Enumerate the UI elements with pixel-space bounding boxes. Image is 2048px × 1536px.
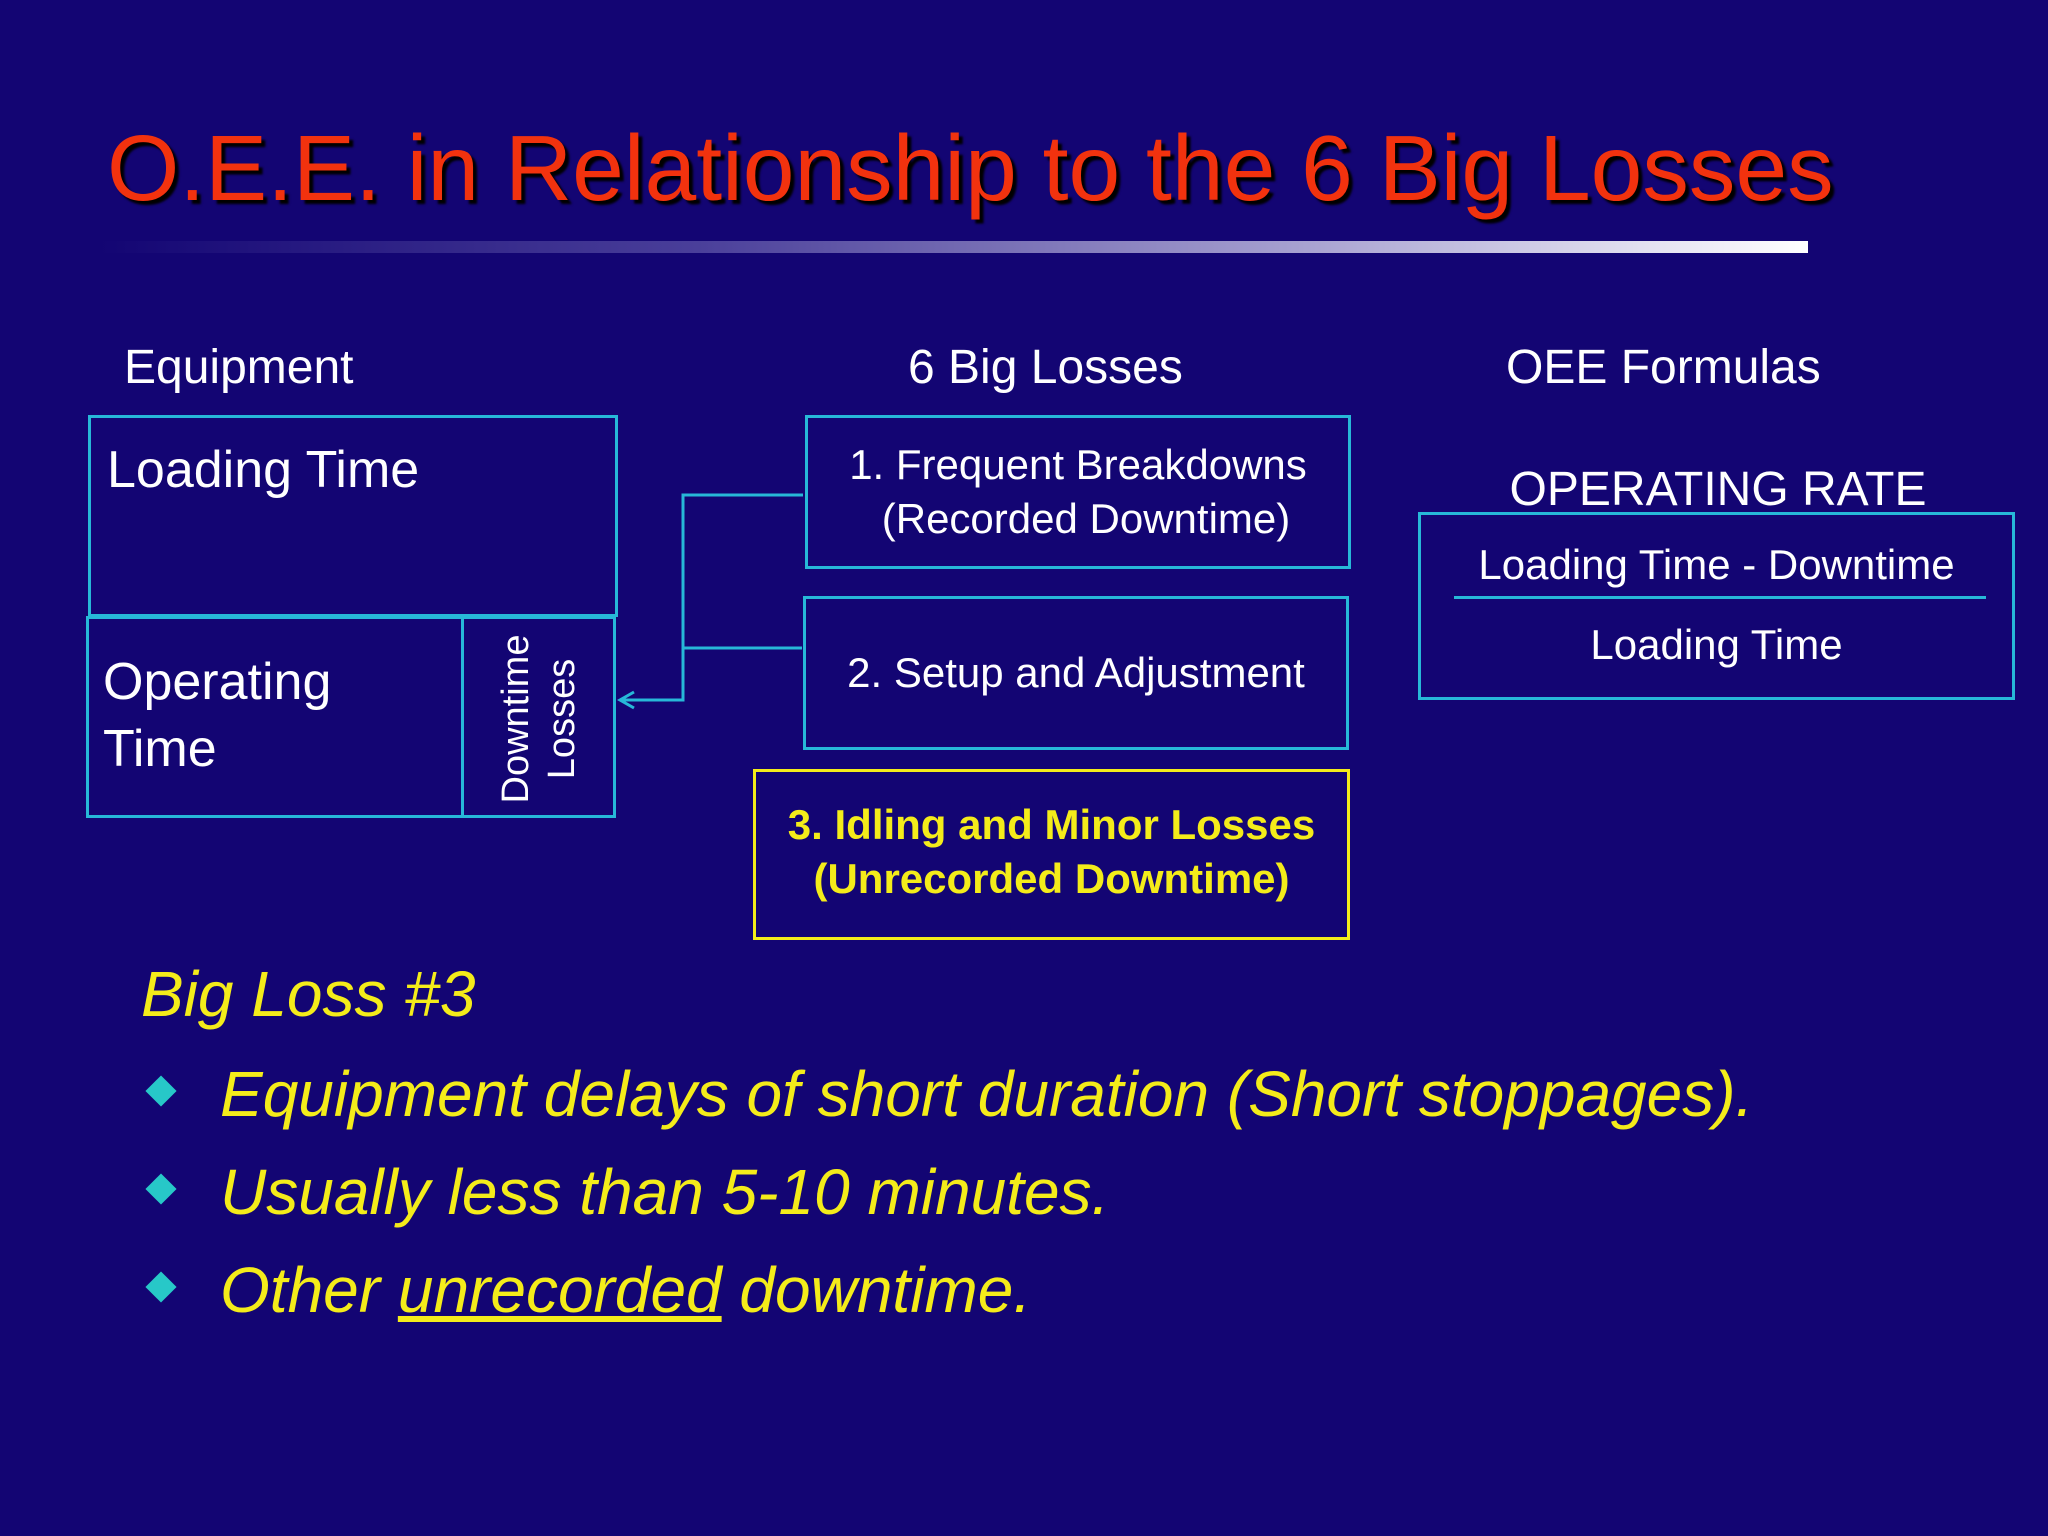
formula-numerator: Loading Time - Downtime <box>1478 541 1955 588</box>
note-bullet-3: Other unrecorded downtime. <box>220 1258 1031 1322</box>
loss-idling-line1: 3. Idling and Minor Losses <box>787 801 1316 848</box>
operating-time-label: Operating Time <box>103 649 331 783</box>
loss-breakdowns-line2: (Recorded Downtime) <box>881 495 1291 542</box>
title-underline-bar <box>100 241 1808 253</box>
note-bullet-3-underlined: unrecorded <box>397 1254 722 1326</box>
note-bullet-2: Usually less than 5-10 minutes. <box>220 1156 1110 1228</box>
bullet-diamond-icon <box>145 1173 177 1205</box>
big-loss-heading: Big Loss #3 <box>141 958 476 1030</box>
loss-idling-line2: (Unrecorded Downtime) <box>813 855 1290 902</box>
loading-time-label: Loading Time <box>107 441 420 499</box>
formulas-heading: OEE Formulas <box>1506 341 1821 394</box>
connector-arrowhead <box>616 690 635 710</box>
operating-time-label-line1: Operating <box>103 653 332 711</box>
downtime-losses-box: Downtime Losses <box>461 616 616 818</box>
loss-box-setup: 2. Setup and Adjustment <box>803 596 1349 750</box>
slide-title: O.E.E. in Relationship to the 6 Big Loss… <box>107 116 1834 220</box>
big-losses-heading: 6 Big Losses <box>908 341 1183 394</box>
loss-setup-text: 2. Setup and Adjustment <box>847 649 1305 696</box>
formula-denominator: Loading Time <box>1590 621 1843 668</box>
loss-breakdowns-line1: 1. Frequent Breakdowns <box>849 441 1307 488</box>
loss-breakdowns-text: 1. Frequent Breakdowns (Recorded Downtim… <box>808 438 1348 546</box>
note-bullet-3-post: downtime. <box>721 1254 1032 1326</box>
downtime-losses-label-line2: Losses <box>541 658 583 780</box>
equipment-heading: Equipment <box>124 341 354 394</box>
bullet-diamond-icon <box>145 1075 177 1107</box>
operating-rate-heading: OPERATING RATE <box>1509 463 1927 516</box>
bullet-diamond-icon <box>145 1271 177 1303</box>
loss-box-idling: 3. Idling and Minor Losses (Unrecorded D… <box>753 769 1350 940</box>
downtime-losses-label-line1: Downtime <box>495 634 537 804</box>
note-bullet-3-pre: Other <box>220 1254 398 1326</box>
operating-time-box: Operating Time <box>86 616 464 818</box>
loading-time-box: Loading Time <box>88 415 618 617</box>
formula-fraction-bar <box>1454 596 1986 599</box>
loss-box-breakdowns: 1. Frequent Breakdowns (Recorded Downtim… <box>805 415 1351 569</box>
connector-breakdowns <box>620 493 803 702</box>
operating-rate-formula-box: Loading Time - Downtime Loading Time <box>1418 512 2015 700</box>
note-bullet-1: Equipment delays of short duration (Shor… <box>220 1058 1754 1130</box>
loss-idling-text: 3. Idling and Minor Losses (Unrecorded D… <box>756 798 1347 906</box>
operating-time-label-line2: Time <box>103 720 217 778</box>
downtime-losses-label: Downtime Losses <box>493 612 585 826</box>
loss-connector-lines <box>616 493 803 710</box>
